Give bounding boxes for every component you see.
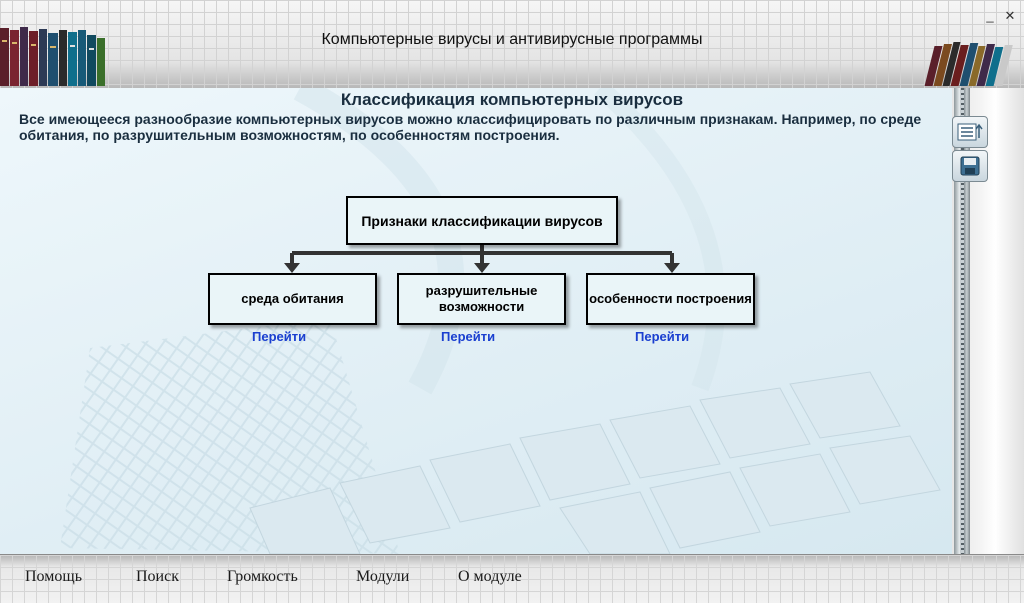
- menu-volume[interactable]: Громкость: [227, 568, 298, 585]
- diagram-box-construction: особенности построения: [586, 273, 755, 325]
- list-icon: [957, 123, 983, 141]
- bookshelf-left-image: [0, 27, 105, 86]
- menu-search[interactable]: Поиск: [136, 568, 179, 585]
- goto-link-construction[interactable]: Перейти: [635, 329, 690, 344]
- minimize-button[interactable]: _: [986, 8, 994, 23]
- floppy-disk-icon: [960, 156, 980, 176]
- scroll-rail-track: [961, 88, 964, 554]
- content-heading: Классификация компьютерных вирусов: [340, 90, 684, 109]
- diagram-box-habitat: среда обитания: [208, 273, 377, 325]
- save-button[interactable]: [952, 150, 988, 182]
- menu-about[interactable]: О модуле: [458, 568, 522, 585]
- title-bar: Компьютерные вирусы и антивирусные прогр…: [0, 0, 1024, 89]
- goto-link-habitat[interactable]: Перейти: [252, 329, 307, 344]
- diagram-box-destructive: разрушительные возможности: [397, 273, 566, 325]
- menu-modules[interactable]: Модули: [356, 568, 410, 585]
- close-button[interactable]: ✕: [1004, 8, 1016, 23]
- list-button[interactable]: [952, 116, 988, 148]
- goto-link-destructive[interactable]: Перейти: [441, 329, 496, 344]
- bookshelf-right-image: [924, 42, 1013, 86]
- keyboard-background-image: [60, 88, 941, 554]
- intro-paragraph: Все имеющееся разнообразие компьютерных …: [19, 111, 922, 143]
- app-title: Компьютерные вирусы и антивирусные прогр…: [321, 31, 703, 48]
- diagram-root-box: Признаки классификации вирусов: [346, 196, 618, 245]
- menu-help[interactable]: Помощь: [25, 568, 82, 585]
- bottom-menu-bar: Помощь Поиск Громкость Модули О модуле: [0, 554, 1024, 603]
